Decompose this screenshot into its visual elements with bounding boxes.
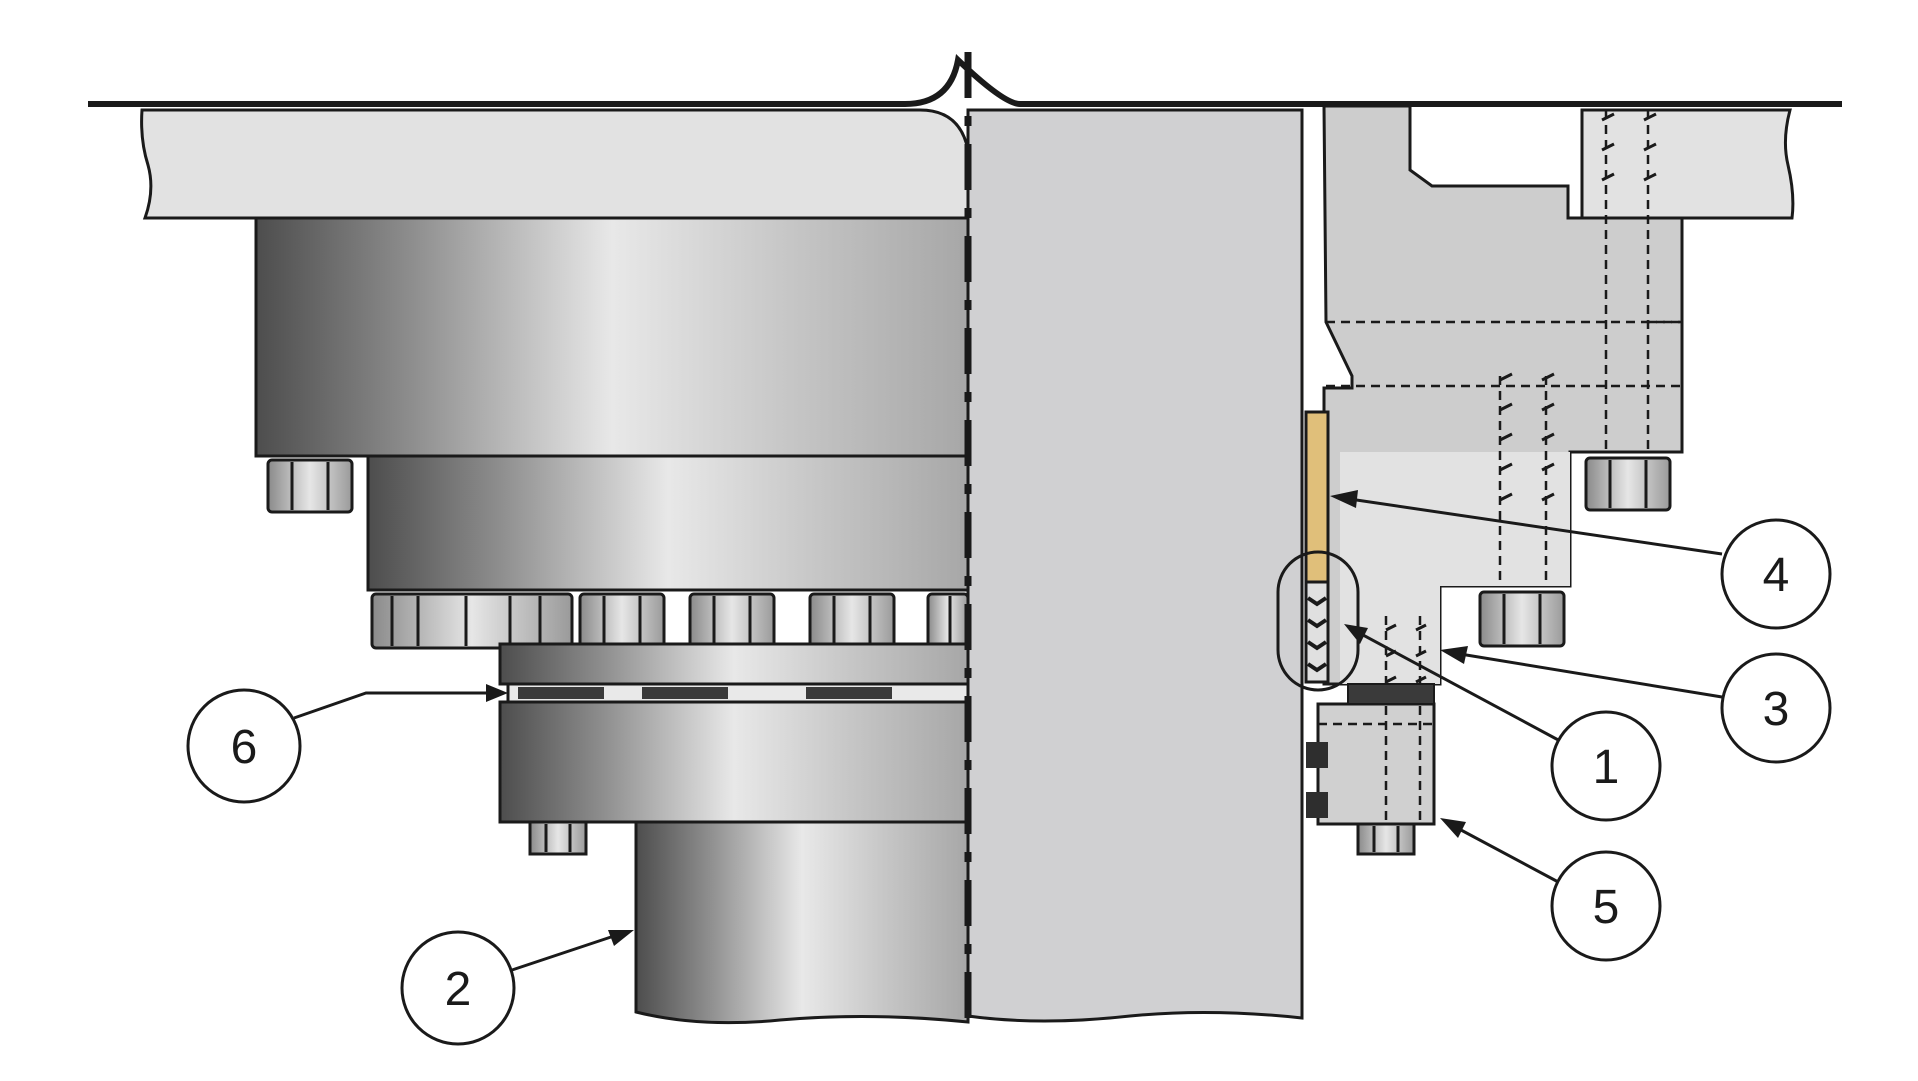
- callout-circle: [186, 688, 302, 804]
- callout-label-5: 5: [1593, 881, 1620, 934]
- arrowhead-5: [1440, 818, 1466, 838]
- left-housing-slab: [140, 108, 970, 220]
- arrowhead-6: [486, 684, 508, 702]
- bolt-row-middle: [370, 592, 970, 650]
- callout-circle: [1550, 710, 1662, 822]
- seal-housing-inner-light: [1340, 452, 1570, 684]
- bolts-right: [1356, 456, 1672, 856]
- callout-label-6: 6: [231, 721, 258, 774]
- leader-line-2: [511, 930, 627, 972]
- arrowheads: [486, 490, 1468, 946]
- leader-line-3: [1447, 650, 1723, 699]
- bolt: [528, 820, 588, 856]
- callout-6: 6: [186, 688, 302, 804]
- right-housing-slab: [1580, 108, 1795, 220]
- seal-rings-right: [1306, 683, 1435, 818]
- bolt: [688, 592, 776, 650]
- leader-line-6: [293, 691, 500, 720]
- bolt: [266, 458, 354, 514]
- callout-label-2: 2: [445, 963, 472, 1016]
- callout-label-1: 1: [1593, 741, 1620, 794]
- leader-line-1: [1349, 626, 1563, 744]
- callout-circle: [1720, 652, 1832, 764]
- callout-circle: [400, 930, 516, 1046]
- bolt: [808, 592, 896, 650]
- callout-5: 5: [1550, 850, 1662, 962]
- bolt: [578, 592, 666, 650]
- callout-label-4: 4: [1763, 549, 1790, 602]
- callout-2: 2: [400, 930, 516, 1046]
- gasket-left: [506, 682, 970, 704]
- bolt: [1584, 456, 1672, 512]
- leader-line-4: [1335, 495, 1723, 556]
- arrowhead-4: [1330, 490, 1358, 508]
- callout-label-3: 3: [1763, 683, 1790, 736]
- bolt: [1356, 822, 1416, 856]
- callout-3: 3: [1720, 652, 1832, 764]
- leader-line-5: [1445, 820, 1563, 886]
- seal-ring-left: [498, 642, 970, 686]
- bolt: [926, 592, 970, 650]
- highlight-ellipse: [1276, 550, 1360, 692]
- shaft-sleeve-left: [634, 820, 970, 1025]
- callout-4: 4: [1720, 518, 1832, 630]
- callout-1: 1: [1550, 710, 1662, 822]
- callout-circle: [1550, 850, 1662, 962]
- housing-top-line: [88, 53, 1842, 107]
- lower-stuffing-box-left: [366, 454, 970, 592]
- callout-circle: [1720, 518, 1832, 630]
- gland-plate-right: [1316, 702, 1436, 826]
- packing-strip: [1304, 410, 1330, 584]
- arrowhead-2: [608, 930, 634, 946]
- upper-stuffing-box-left: [254, 216, 970, 458]
- arrowhead-1: [1344, 624, 1368, 644]
- hidden-lines: [1318, 110, 1682, 824]
- arrowhead-3: [1440, 646, 1468, 664]
- leader-lines: [293, 495, 1723, 972]
- chevron-packing: [1304, 580, 1330, 684]
- bolt: [1478, 590, 1566, 648]
- thread-marks: [1385, 112, 1657, 684]
- shaft: [966, 108, 1304, 1023]
- bolt: [370, 592, 574, 650]
- gland-left: [498, 700, 970, 824]
